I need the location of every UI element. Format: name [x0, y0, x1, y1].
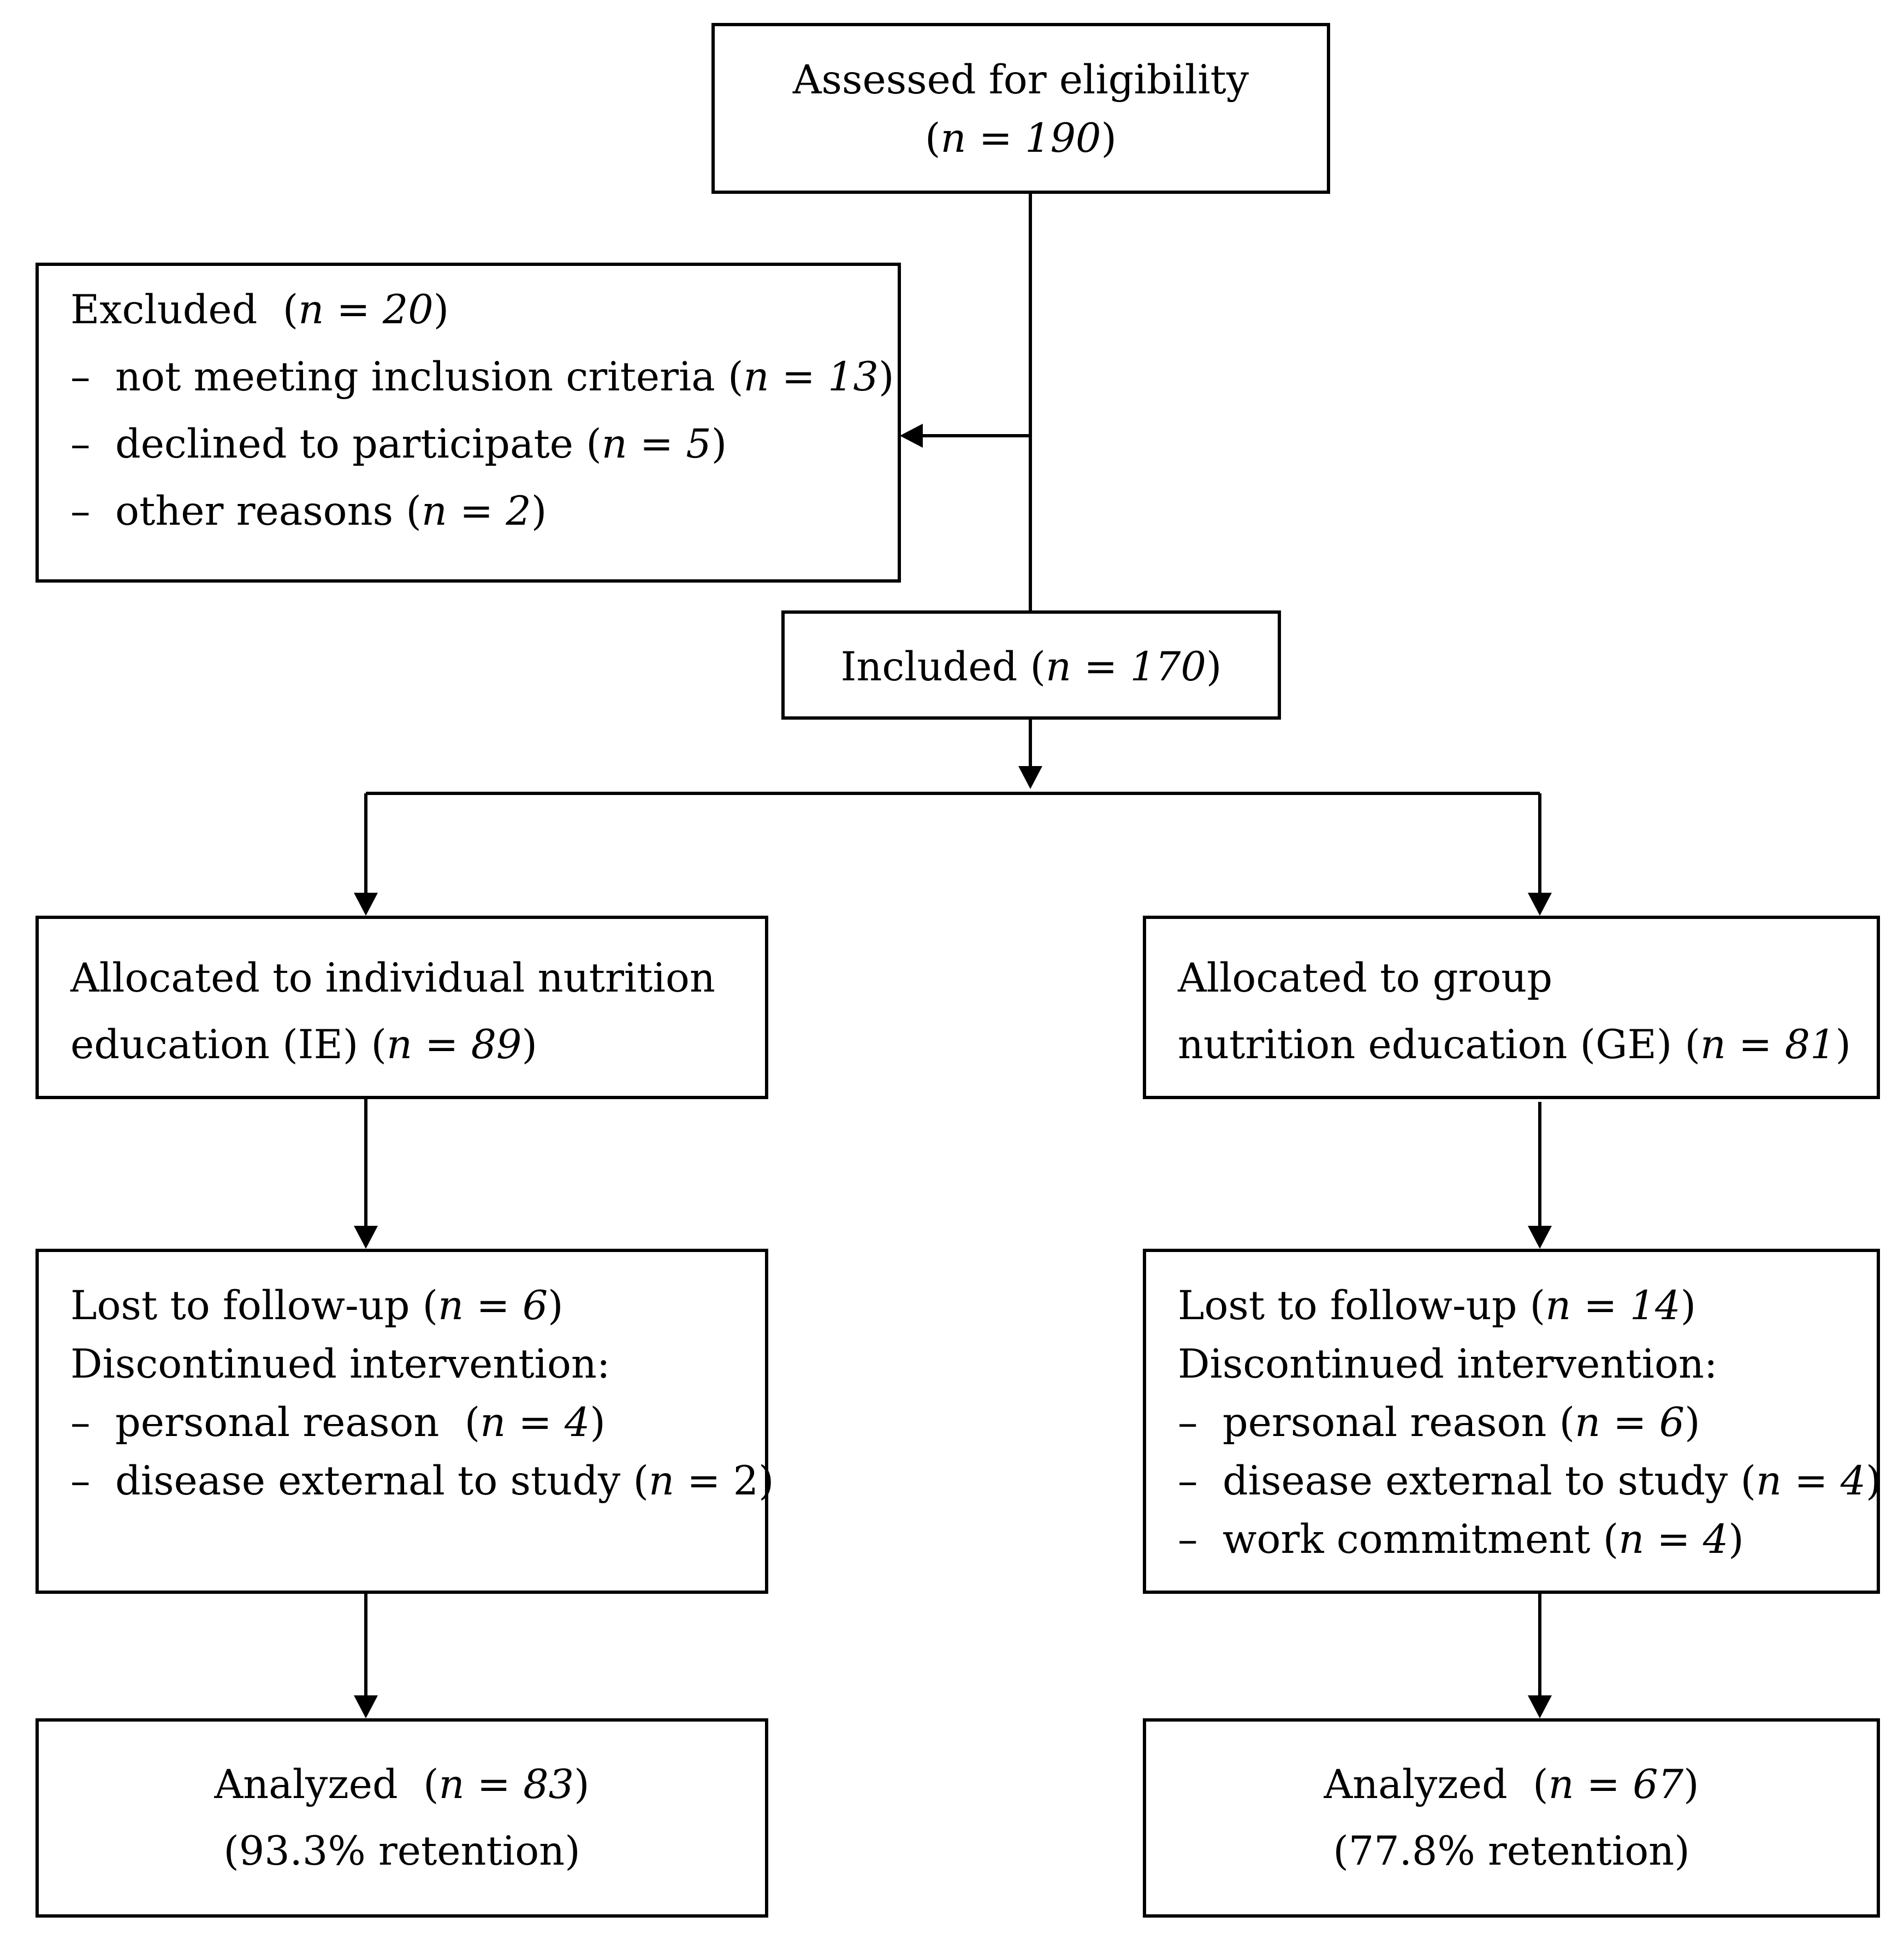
- excluded-box: Excluded (n = 20) –not meeting inclusion…: [35, 263, 901, 583]
- included-label: Included (n = 170): [840, 644, 1222, 690]
- arrowhead-ge-analyzed: [1528, 1695, 1552, 1718]
- arrowhead-ge-alloc: [1528, 893, 1552, 916]
- ie-allocation-line2: education (IE) (n = 89): [70, 1022, 537, 1068]
- ge-discontinued-item: –disease external to study (n = 4): [1178, 1458, 1882, 1504]
- excluded-item: –declined to participate (n = 5): [70, 421, 727, 467]
- ge-discontinued-item: –work commitment (n = 4): [1178, 1516, 1744, 1563]
- arrowhead-ie-lost: [354, 1226, 378, 1249]
- ge-lost-to-follow-up: Lost to follow-up (n = 14): [1178, 1283, 1697, 1329]
- ie-retention: (93.3% retention): [223, 1828, 580, 1874]
- ge-discontinued-item: –personal reason (n = 6): [1178, 1399, 1700, 1446]
- assessed-label: Assessed for eligibility: [792, 57, 1249, 103]
- ie-discontinued-label: Discontinued intervention:: [70, 1341, 610, 1387]
- arrowhead-excluded: [900, 424, 923, 448]
- ge-retention: (77.8% retention): [1333, 1828, 1690, 1874]
- ge-discontinued-label: Discontinued intervention:: [1178, 1341, 1718, 1387]
- ie-analyzed-label: Analyzed (n = 83): [214, 1761, 590, 1808]
- assessed-count: (n = 190): [925, 115, 1117, 162]
- ge-lost-box: Lost to follow-up (n = 14) Discontinued …: [1143, 1249, 1882, 1594]
- excluded-item: –not meeting inclusion criteria (n = 13): [70, 354, 894, 400]
- ie-analyzed-box: Analyzed (n = 83) (93.3% retention): [35, 1718, 768, 1918]
- ge-allocation-box: Allocated to group nutrition education (…: [1143, 916, 1880, 1099]
- arrowhead-ge-lost: [1528, 1226, 1552, 1249]
- ie-allocation-line1: Allocated to individual nutrition: [70, 955, 715, 1001]
- excluded-item: –other reasons (n = 2): [70, 488, 547, 535]
- ie-lost-to-follow-up: Lost to follow-up (n = 6): [70, 1283, 564, 1329]
- included-box: Included (n = 170): [781, 610, 1281, 720]
- ie-allocation-box: Allocated to individual nutrition educat…: [35, 916, 768, 1099]
- arrowhead-ie-analyzed: [354, 1695, 378, 1718]
- ge-analyzed-label: Analyzed (n = 67): [1324, 1761, 1699, 1808]
- arrowhead-ie-alloc: [354, 893, 378, 916]
- ie-discontinued-item: –disease external to study (n = 2): [70, 1458, 774, 1504]
- ie-discontinued-item: –personal reason (n = 4): [70, 1399, 606, 1446]
- arrowhead-included-split: [1018, 766, 1042, 789]
- ie-lost-box: Lost to follow-up (n = 6) Discontinued i…: [35, 1249, 774, 1594]
- excluded-heading: Excluded (n = 20): [70, 287, 449, 333]
- assessed-box: Assessed for eligibility (n = 190): [711, 23, 1330, 194]
- ge-allocation-line1: Allocated to group: [1178, 955, 1553, 1001]
- ge-allocation-line2: nutrition education (GE) (n = 81): [1178, 1022, 1851, 1068]
- ge-analyzed-box: Analyzed (n = 67) (77.8% retention): [1143, 1718, 1880, 1918]
